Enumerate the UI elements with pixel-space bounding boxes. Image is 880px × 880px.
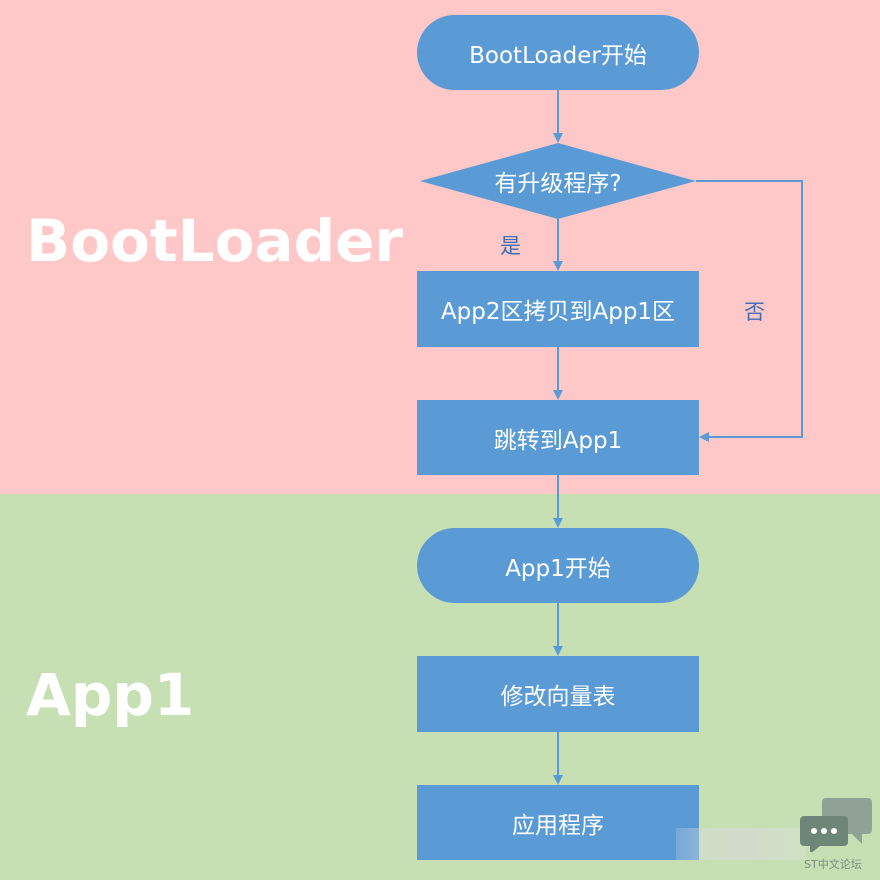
edge-label-no: 否 (744, 300, 765, 324)
watermark-blur (676, 828, 806, 860)
watermark-text: ST中文论坛 (804, 858, 862, 871)
edge-label-yes: 是 (500, 234, 521, 258)
upgrade-decision-diamond (420, 143, 696, 219)
jump-to-app1-node: 跳转到App1 (417, 400, 699, 475)
upgrade-decision-label: 有升级程序? (494, 171, 622, 197)
bootloader-start-node: BootLoader开始 (417, 15, 699, 90)
application-node: 应用程序 (417, 785, 699, 860)
arrow-decision-no-to-jump (696, 180, 803, 442)
modify-vector-table-node: 修改向量表 (417, 656, 699, 732)
bootloader-region-label: BootLoader (26, 207, 404, 275)
copy-app2-to-app1-node: App2区拷贝到App1区 (417, 271, 699, 347)
chat-bubbles-icon (800, 798, 872, 852)
app1-start-node: App1开始 (417, 528, 699, 603)
app1-region-label: App1 (26, 661, 195, 729)
